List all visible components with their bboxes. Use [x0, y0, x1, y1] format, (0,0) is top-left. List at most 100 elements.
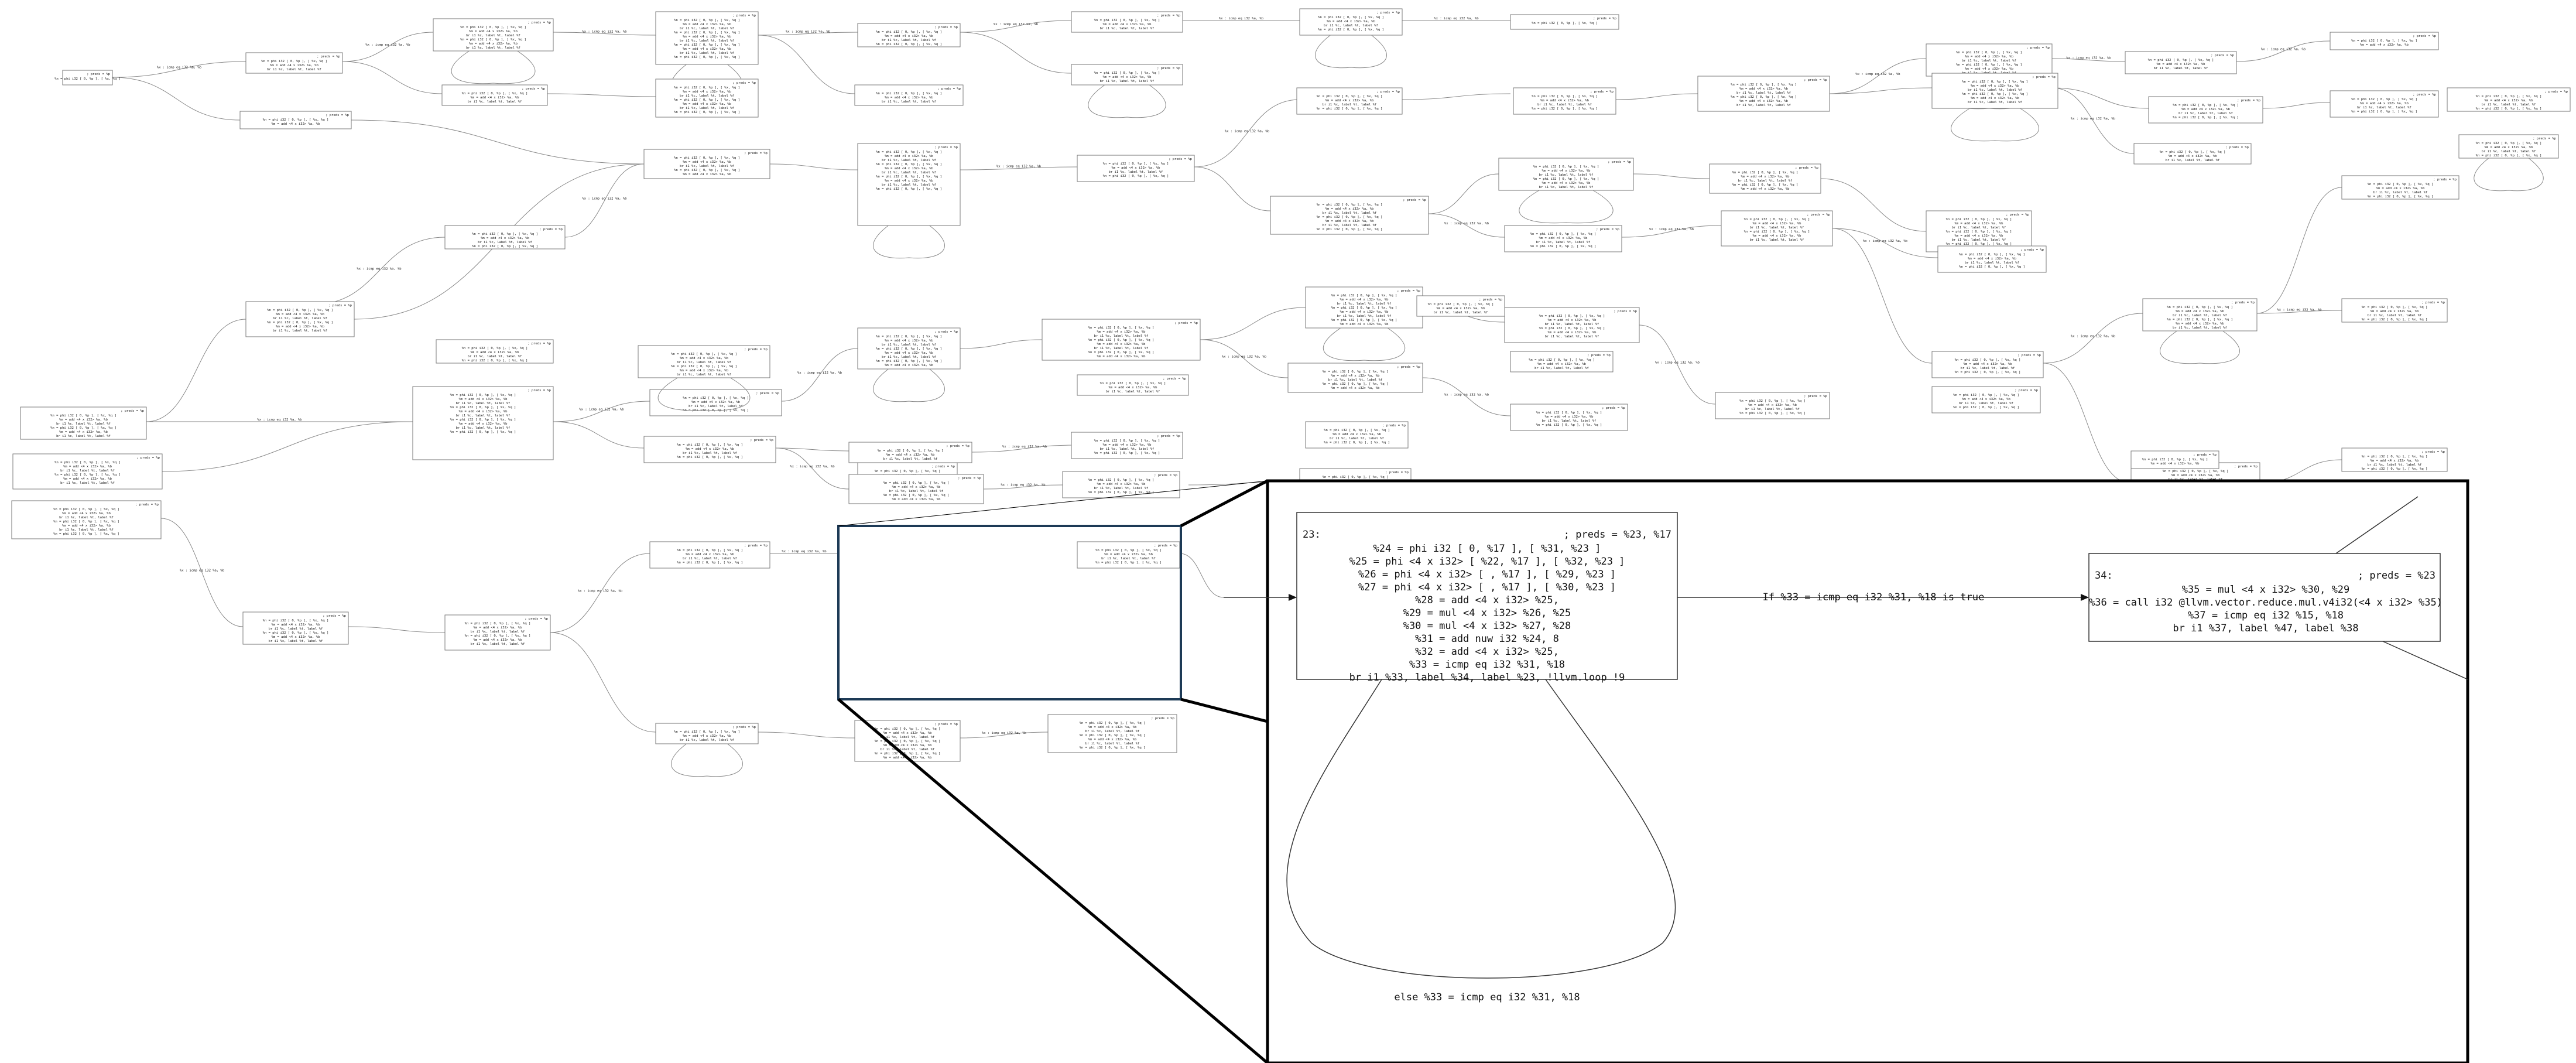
minimap-block-line: %m = add <4 x i32> %a, %b	[1971, 84, 2019, 88]
minimap-block[interactable]: ; preds = %p%n = phi i32 [ 0, %p ], [ %x…	[638, 345, 770, 411]
minimap-block[interactable]: ; preds = %p%n = phi i32 [ 0, %p ], [ %x…	[1931, 386, 2041, 413]
minimap-block[interactable]: ; preds = %p%n = phi i32 [ 0, %p ], [ %x…	[1504, 225, 1622, 252]
minimap-block-line: br i1 %c, label %t, label %f	[1745, 408, 1800, 411]
minimap-block-line: br i1 %c, label %t, label %f	[1539, 173, 1594, 177]
minimap-block-line: %n = phi i32 [ 0, %p ], [ %x, %q ]	[876, 175, 942, 179]
minimap-block[interactable]: ; preds = %p%n = phi i32 [ 0, %p ], [ %x…	[1047, 714, 1177, 753]
minimap-block[interactable]: ; preds = %p%n = phi i32 [ 0, %p ], [ %x…	[11, 500, 162, 539]
minimap-block[interactable]: ; preds = %p%n = phi i32 [ 0, %p ], [ %x…	[1709, 163, 1821, 194]
minimap-block[interactable]: ; preds = %p%n = phi i32 [ 0, %p ], [ %x…	[412, 386, 554, 460]
minimap-block[interactable]: ; preds = %p%n = phi i32 [ 0, %p ], [ %x…	[1510, 351, 1614, 372]
minimap-block[interactable]: ; preds = %p%n = phi i32 [ 0, %p ], [ %x…	[655, 11, 759, 98]
minimap-block-line: %n = phi i32 [ 0, %p ], [ %x, %q ]	[876, 43, 942, 46]
minimap-block[interactable]: ; preds = %p%n = phi i32 [ 0, %p ], [ %x…	[2142, 298, 2258, 364]
minimap-block[interactable]: ; preds = %p%n = phi i32 [ 0, %p ], [ %x…	[1062, 471, 1180, 498]
minimap-block[interactable]: ; preds = %p%n = phi i32 [ 0, %p ], [ %x…	[857, 327, 961, 402]
minimap-block[interactable]: ; preds = %p%n = phi i32 [ 0, %p ], [ %x…	[854, 720, 961, 762]
minimap-block[interactable]: ; preds = %p%n = phi i32 [ 0, %p ], [ %x…	[1305, 421, 1409, 449]
minimap-block[interactable]: ; preds = %p%n = phi i32 [ 0, %p ], [ %x…	[242, 611, 349, 645]
minimap-block[interactable]: ; preds = %p%n = phi i32 [ 0, %p ], [ %x…	[2341, 175, 2459, 200]
minimap-block[interactable]: ; preds = %p%n = phi i32 [ 0, %p ], [ %x…	[2148, 96, 2263, 124]
minimap-block[interactable]: ; preds = %p%n = phi i32 [ 0, %p ], [ %x…	[1926, 210, 2032, 252]
minimap-block[interactable]: ; preds = %p%n = phi i32 [ 0, %p ], [ %x…	[1721, 210, 1833, 247]
minimap-block[interactable]: ; preds = %p%n = phi i32 [ 0, %p ], [ %x…	[1931, 73, 2058, 142]
minimap-block-line: %n = phi i32 [ 0, %p ], [ %x, %q ]	[1956, 63, 2022, 67]
zoom-source-highlight	[837, 525, 1182, 700]
minimap-block[interactable]: ; preds = %p%n = phi i32 [ 0, %p ], [ %x…	[1513, 87, 1616, 115]
minimap-block[interactable]: ; preds = %p%n = phi i32 [ 0, %p ], [ %x…	[1931, 351, 2044, 378]
minimap-block[interactable]: ; preds = %p%n = phi i32 [ 0, %p ], [ %x…	[2133, 143, 2252, 165]
minimap-block[interactable]: ; preds = %p%n = phi i32 [ 0, %p ], [ %x…	[1715, 392, 1830, 419]
minimap-block-header: ; preds = %p	[539, 228, 563, 231]
minimap-block[interactable]: ; preds = %p%n = phi i32 [ 0, %p ], [ %x…	[2330, 32, 2439, 50]
minimap-block-line: %n = phi i32 [ 0, %p ], [ %x, %q ]	[465, 634, 531, 638]
minimap-block[interactable]: ; preds = %p%n = phi i32 [ 0, %p ], [ %x…	[857, 143, 961, 259]
minimap-block[interactable]: ; preds = %p%n = phi i32 [ 0, %p ], [ %x…	[12, 453, 163, 490]
minimap-block[interactable]: ; preds = %p%n = phi i32 [ 0, %p ], [ %x…	[1510, 14, 1619, 30]
minimap-block[interactable]: ; preds = %p%n = phi i32 [ 0, %p ], [ %x…	[2130, 450, 2219, 469]
minimap-block-line: br i1 %c, label %t, label %f	[1738, 179, 1793, 183]
minimap-block[interactable]: ; preds = %p%n = phi i32 [ 0, %p ], [ %x…	[1287, 363, 1423, 393]
minimap-block[interactable]: ; preds = %p%n = phi i32 [ 0, %p ], [ %x…	[1071, 432, 1183, 459]
minimap-block[interactable]: ; preds = %p%n = phi i32 [ 0, %p ], [ %x…	[857, 23, 961, 47]
block-23[interactable]: 23: ; preds = %23, %17 %24 = phi i32 [ 0…	[1296, 512, 1678, 683]
minimap-block[interactable]: ; preds = %p%n = phi i32 [ 0, %p ], [ %x…	[245, 52, 343, 74]
minimap-block[interactable]: ; preds = %p%n = phi i32 [ 0, %p ], [ %x…	[2125, 51, 2237, 74]
minimap-block-line: %m = add <4 x i32> %a, %b	[1103, 443, 1152, 447]
minimap-block[interactable]: ; preds = %p%n = phi i32 [ 0, %p ], [ %x…	[848, 474, 984, 504]
minimap-block[interactable]: ; preds = %p%n = phi i32 [ 0, %p ], [ %x…	[444, 614, 551, 651]
minimap-block[interactable]: ; preds = %p%n = phi i32 [ 0, %p ], [ %x…	[441, 84, 548, 106]
minimap-block-header: ; preds = %p	[1804, 78, 1827, 82]
minimap-block[interactable]: ; preds = %p%n = phi i32 [ 0, %p ], [ %x…	[1697, 76, 1830, 112]
minimap-block[interactable]: ; preds = %p%n = phi i32 [ 0, %p ], [ %x…	[436, 339, 554, 364]
minimap-block[interactable]: ; preds = %p%n = phi i32 [ 0, %p ], [ %x…	[1270, 196, 1429, 235]
block-34[interactable]: 34: ; preds = %23 %35 = mul <4 x i32> %3…	[2088, 553, 2443, 642]
minimap-block[interactable]: ; preds = %p%n = phi i32 [ 0, %p ], [ %x…	[2458, 134, 2559, 192]
minimap-block[interactable]: ; preds = %p%n = phi i32 [ 0, %p ], [ %x…	[20, 406, 147, 440]
minimap-block[interactable]: ; preds = %p%n = phi i32 [ 0, %p ], [ %x…	[2341, 447, 2448, 472]
minimap-block[interactable]: ; preds = %p%n = phi i32 [ 0, %p ], [ %x…	[1071, 11, 1183, 33]
minimap-block[interactable]: ; preds = %p%n = phi i32 [ 0, %p ], [ %x…	[433, 18, 554, 84]
minimap-block[interactable]: ; preds = %p%n = phi i32 [ 0, %p ], [ %x…	[1077, 374, 1189, 396]
minimap-block[interactable]: ; preds = %p%n = phi i32 [ 0, %p ], [ %x…	[1296, 87, 1403, 115]
minimap-block[interactable]: ; preds = %p%n = phi i32 [ 0, %p ], [ %x…	[655, 723, 759, 777]
minimap-block[interactable]: ; preds = %p%n = phi i32 [ 0, %p ], [ %x…	[1510, 404, 1628, 431]
minimap-edge	[1194, 166, 1271, 211]
block-23-instruction-6: %30 = mul <4 x i32> %27, %28	[1403, 620, 1571, 632]
minimap-block[interactable]: ; preds = %p%n = phi i32 [ 0, %p ], [ %x…	[54, 70, 121, 86]
minimap-block-line: %m = add <4 x i32> %a, %b	[272, 623, 320, 627]
minimap-block[interactable]: ; preds = %p%n = phi i32 [ 0, %p ], [ %x…	[245, 301, 355, 337]
minimap-block[interactable]: ; preds = %p%n = phi i32 [ 0, %p ], [ %x…	[1299, 8, 1403, 69]
minimap-block[interactable]: ; preds = %p%n = phi i32 [ 0, %p ], [ %x…	[2341, 298, 2448, 323]
minimap-block-line: %m = add <4 x i32> %a, %b	[272, 635, 320, 639]
minimap-block[interactable]: ; preds = %p%n = phi i32 [ 0, %p ], [ %x…	[1077, 541, 1180, 569]
minimap-block-line: %m = add <4 x i32> %a, %b	[1331, 374, 1380, 378]
minimap-block[interactable]: ; preds = %p%n = phi i32 [ 0, %p ], [ %x…	[1416, 295, 1505, 317]
minimap-block[interactable]: ; preds = %p%n = phi i32 [ 0, %p ], [ %x…	[854, 84, 964, 106]
minimap-block[interactable]: ; preds = %p%n = phi i32 [ 0, %p ], [ %x…	[848, 442, 972, 463]
minimap-block[interactable]: ; preds = %p%n = phi i32 [ 0, %p ], [ %x…	[239, 111, 352, 129]
minimap-block[interactable]: ; preds = %p%n = phi i32 [ 0, %p ], [ %x…	[1077, 155, 1195, 182]
minimap-block[interactable]: ; preds = %p%n = phi i32 [ 0, %p ], [ %x…	[649, 389, 782, 416]
minimap-block[interactable]: ; preds = %p%n = phi i32 [ 0, %p ], [ %x…	[1305, 286, 1423, 361]
minimap-block[interactable]: ; preds = %p%n = phi i32 [ 0, %p ], [ %x…	[1937, 245, 2047, 273]
minimap-block[interactable]: ; preds = %p%n = phi i32 [ 0, %p ], [ %x…	[1926, 43, 2053, 110]
minimap-edge-label: %x : icmp eq i32 %a, %b	[2261, 48, 2306, 52]
minimap-block[interactable]: ; preds = %p%n = phi i32 [ 0, %p ], [ %x…	[444, 225, 566, 249]
minimap-block[interactable]: ; preds = %p%n = phi i32 [ 0, %p ], [ %x…	[643, 436, 776, 463]
minimap-block[interactable]: ; preds = %p%n = phi i32 [ 0, %p ], [ %x…	[655, 78, 759, 118]
minimap-block[interactable]: ; preds = %p%n = phi i32 [ 0, %p ], [ %x…	[1071, 64, 1183, 118]
minimap-block-header: ; preds = %p	[756, 392, 779, 395]
minimap-block-line: %m = add <4 x i32> %a, %b	[1109, 386, 1157, 389]
minimap-block[interactable]: ; preds = %p%n = phi i32 [ 0, %p ], [ %x…	[1504, 307, 1640, 343]
minimap-block-line: br i1 %c, label %t, label %f	[1323, 103, 1377, 107]
minimap-block[interactable]: ; preds = %p%n = phi i32 [ 0, %p ], [ %x…	[649, 541, 770, 569]
minimap-block-line: %m = add <4 x i32> %a, %b	[474, 626, 522, 630]
minimap-block[interactable]: ; preds = %p%n = phi i32 [ 0, %p ], [ %x…	[1042, 319, 1201, 361]
minimap-block[interactable]: ; preds = %p%n = phi i32 [ 0, %p ], [ %x…	[2447, 87, 2571, 112]
minimap-block[interactable]: ; preds = %p%n = phi i32 [ 0, %p ], [ %x…	[1498, 158, 1634, 224]
minimap-block[interactable]: ; preds = %p%n = phi i32 [ 0, %p ], [ %x…	[2330, 90, 2439, 118]
minimap-block-line: %m = add <4 x i32> %a, %b	[683, 160, 731, 164]
minimap-block[interactable]: ; preds = %p%n = phi i32 [ 0, %p ], [ %x…	[643, 149, 770, 179]
minimap-block-line: %m = add <4 x i32> %a, %b	[1741, 187, 1790, 191]
